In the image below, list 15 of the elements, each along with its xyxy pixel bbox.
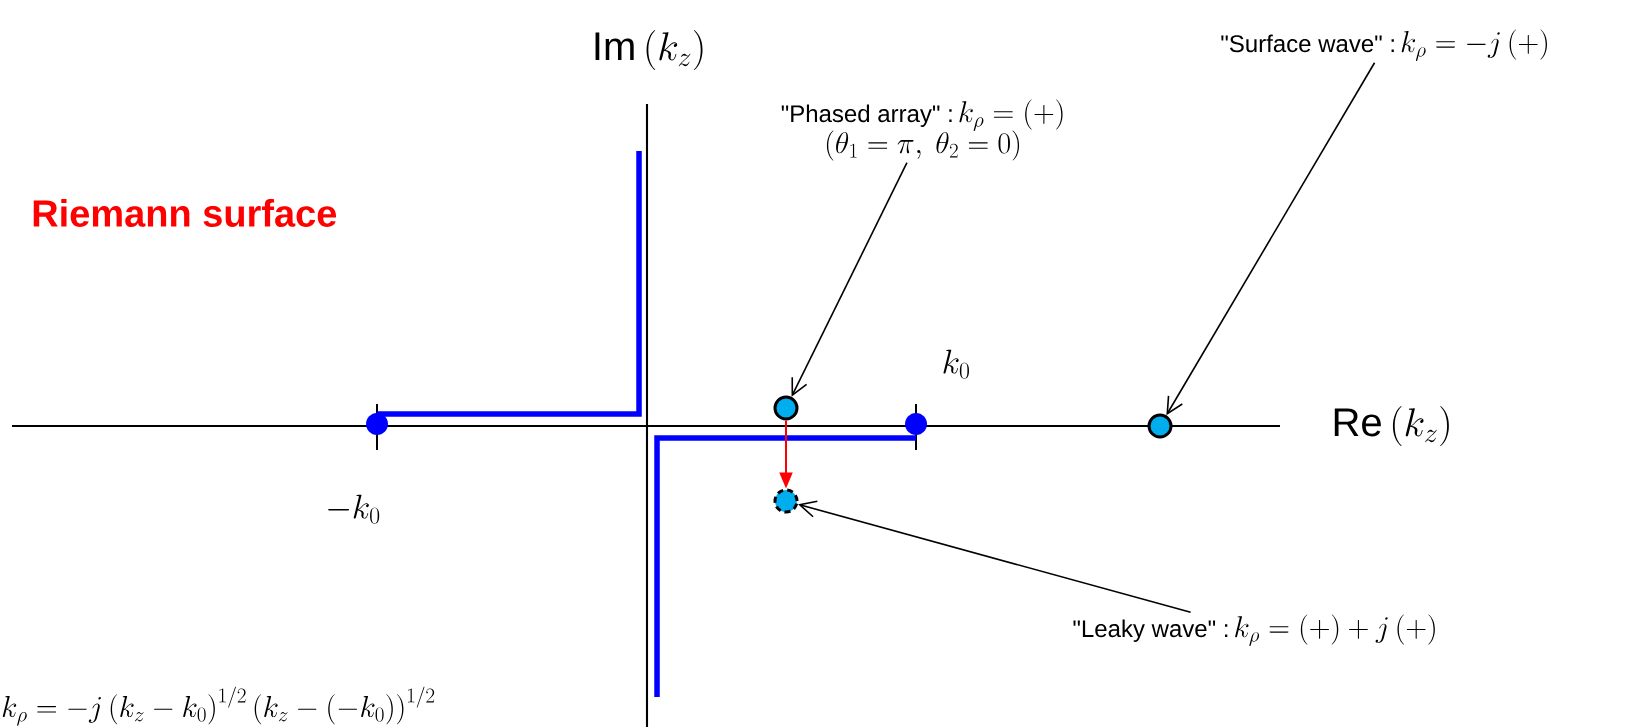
arrow <box>798 500 1192 614</box>
pole-circle <box>773 488 799 514</box>
arrow <box>791 161 908 397</box>
arrow <box>1166 61 1376 416</box>
point-label: $-k_{0}$ <box>328 494 380 524</box>
point-label: $k_{0}$ <box>943 349 969 379</box>
formula: $k_{\rho} = -j\left(k_{z} - k_{0}\right)^{1/2}\left(k_{z} - \left(-k_{0}\right)\right)^{1/2}$ <box>2 686 435 726</box>
axis-label: $\mathrm{Re}\left(k_{z}\right)$ <box>1334 406 1449 446</box>
annotation-text: "Phased array" : $k_{\rho} = \left(+\right)$ $\left(\theta_{1} = \pi,\ \theta_{2} = 0\right)$ <box>781 99 1063 161</box>
pole-circle <box>1147 413 1173 439</box>
title-text: Riemann surface <box>33 199 337 227</box>
axis-label: $\mathrm{Im}\left(k_{z}\right)$ <box>595 30 703 70</box>
pole-circle <box>773 395 799 421</box>
annotation-text: "Leaky wave" : $k_{\rho} = \left(+\right) + j\left(+\right)$ <box>1073 614 1435 646</box>
annotation-text: "Surface wave" : $k_{\rho} = -j\left(+\right)$ <box>1221 29 1547 61</box>
